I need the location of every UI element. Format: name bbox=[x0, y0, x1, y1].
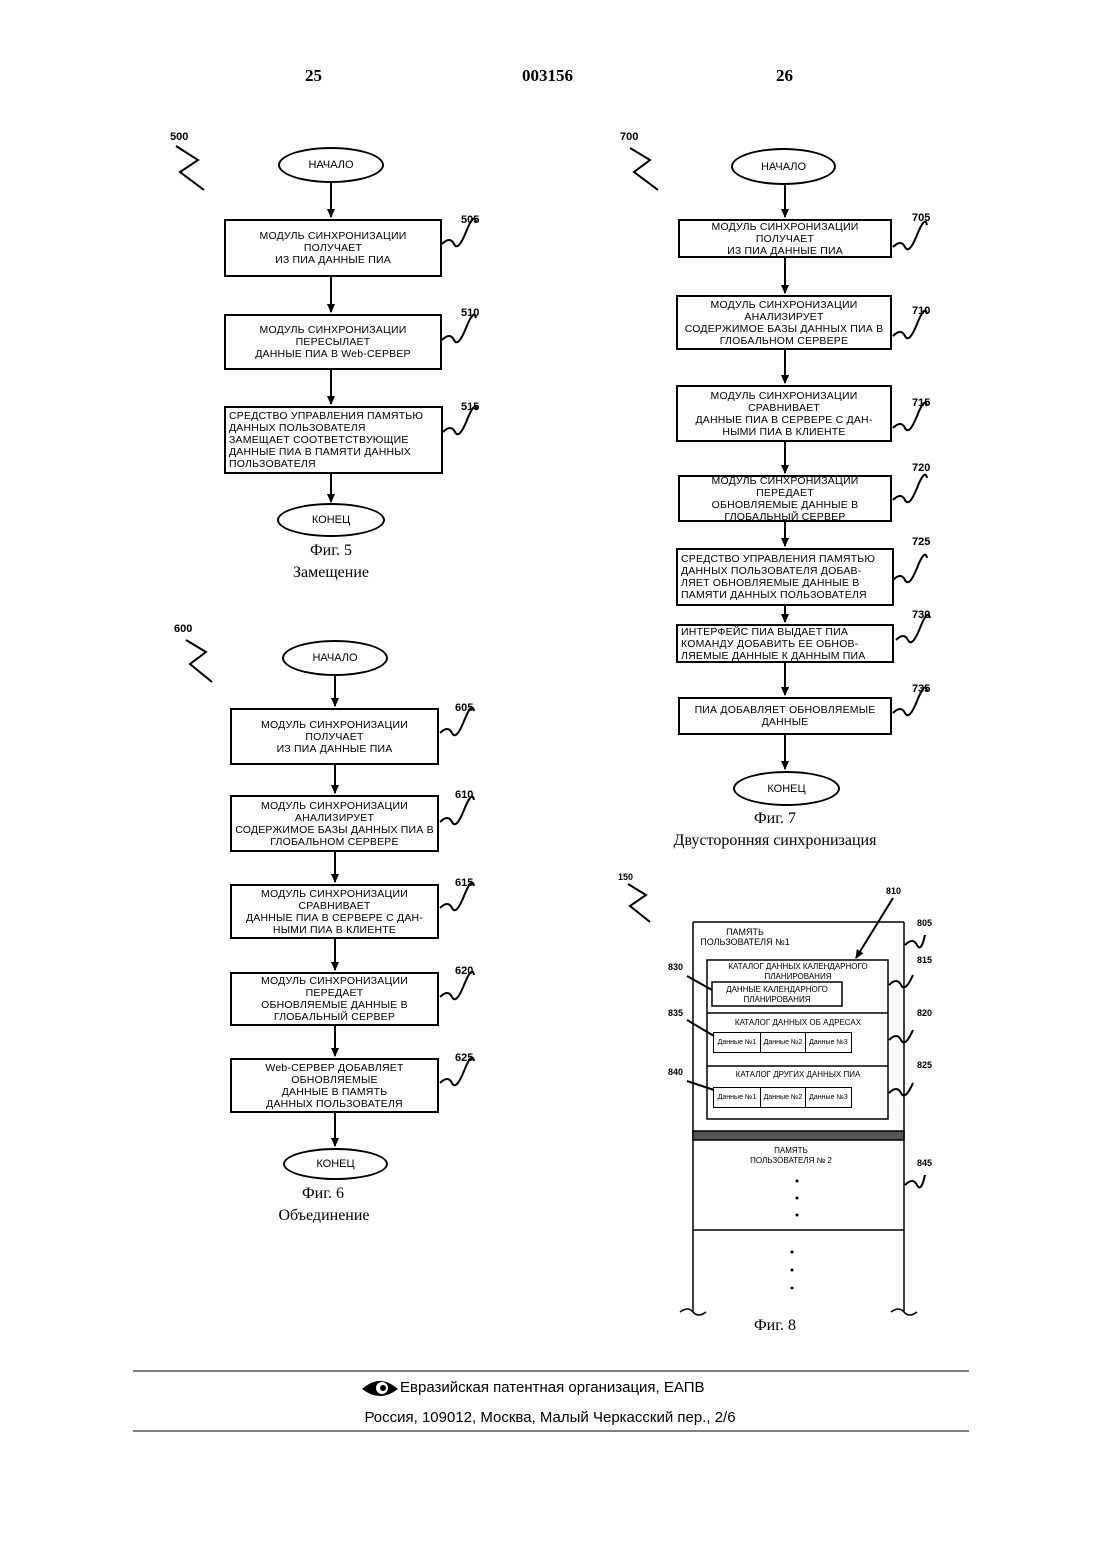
fig6-end-terminal: КОНЕЦ bbox=[283, 1148, 388, 1180]
fig6-step-615: МОДУЛЬ СИНХРОНИЗАЦИИ СРАВНИВАЕТ ДАННЫЕ П… bbox=[230, 884, 439, 939]
fig7-ref-725: 725 bbox=[912, 536, 930, 548]
fig7-caption: Фиг. 7 bbox=[675, 808, 875, 830]
fig5-ref-505: 505 bbox=[461, 214, 479, 226]
fig5-end-terminal: КОНЕЦ bbox=[277, 503, 385, 537]
fig7-end-terminal: КОНЕЦ bbox=[733, 771, 840, 806]
fig8-ref-805: 805 bbox=[917, 918, 932, 928]
document-number: 003156 bbox=[522, 66, 573, 86]
fig6-ref-605: 605 bbox=[455, 702, 473, 714]
fig6-step-625: Web-СЕРВЕР ДОБАВЛЯЕТ ОБНОВЛЯЕМЫЕ ДАННЫЕ … bbox=[230, 1058, 439, 1113]
page-number-left: 25 bbox=[305, 66, 322, 86]
fig7-step-725: СРЕДСТВО УПРАВЛЕНИЯ ПАМЯТЬЮ ДАННЫХ ПОЛЬЗ… bbox=[676, 548, 894, 606]
fig8-memory-user2: ПАМЯТЬ ПОЛЬЗОВАТЕЛЯ № 2 bbox=[716, 1146, 866, 1166]
fig5-start-terminal: НАЧАЛО bbox=[278, 147, 384, 183]
fig7-ref-710: 710 bbox=[912, 305, 930, 317]
fig7-step-720: МОДУЛЬ СИНХРОНИЗАЦИИ ПЕРЕДАЕТ ОБНОВЛЯЕМЫ… bbox=[678, 475, 892, 522]
fig8-ref-835: 835 bbox=[668, 1008, 683, 1018]
eapv-logo-icon bbox=[362, 1381, 398, 1396]
fig6-caption: Фиг. 6 bbox=[223, 1183, 423, 1205]
fig8-address-cell-2: Данные №2 bbox=[760, 1032, 806, 1053]
fig7-subtitle: Двусторонняя синхронизация bbox=[615, 830, 935, 852]
fig8-address-catalog: КАТАЛОГ ДАННЫХ ОБ АДРЕСАХ bbox=[709, 1018, 887, 1028]
fig7-step-735: ПИА ДОБАВЛЯЕТ ОБНОВЛЯЕМЫЕ ДАННЫЕ bbox=[678, 697, 892, 735]
fig6-step-605: МОДУЛЬ СИНХРОНИЗАЦИИ ПОЛУЧАЕТ ИЗ ПИА ДАН… bbox=[230, 708, 439, 765]
fig6-ref-625: 625 bbox=[455, 1052, 473, 1064]
fig5-subtitle: Замещение bbox=[211, 562, 451, 584]
fig8-other-cell-3: Данные №3 bbox=[805, 1087, 852, 1108]
fig8-caption: Фиг. 8 bbox=[675, 1315, 875, 1337]
fig8-ref-830: 830 bbox=[668, 962, 683, 972]
fig7-ref-715: 715 bbox=[912, 397, 930, 409]
fig7-step-705: МОДУЛЬ СИНХРОНИЗАЦИИ ПОЛУЧАЕТ ИЗ ПИА ДАН… bbox=[678, 219, 892, 258]
fig8-address-cell-3: Данные №3 bbox=[805, 1032, 852, 1053]
fig6-ref-620: 620 bbox=[455, 965, 473, 977]
fig6-step-620: МОДУЛЬ СИНХРОНИЗАЦИИ ПЕРЕДАЕТ ОБНОВЛЯЕМЫ… bbox=[230, 972, 439, 1026]
fig7-ref-730: 730 bbox=[912, 609, 930, 621]
fig8-ref-820: 820 bbox=[917, 1008, 932, 1018]
fig6-step-610: МОДУЛЬ СИНХРОНИЗАЦИИ АНАЛИЗИРУЕТ СОДЕРЖИ… bbox=[230, 795, 439, 852]
page-number-right: 26 bbox=[776, 66, 793, 86]
fig7-step-730: ИНТЕРФЕЙС ПИА ВЫДАЕТ ПИА КОМАНДУ ДОБАВИТ… bbox=[676, 624, 894, 663]
fig6-ref-id: 600 bbox=[174, 623, 192, 635]
fig8-ref-815: 815 bbox=[917, 955, 932, 965]
fig7-ref-705: 705 bbox=[912, 212, 930, 224]
fig8-ref-id: 150 bbox=[618, 872, 633, 882]
fig8-calendar-catalog: КАТАЛОГ ДАННЫХ КАЛЕНДАРНОГО ПЛАНИРОВАНИЯ bbox=[709, 962, 887, 982]
fig7-ref-720: 720 bbox=[912, 462, 930, 474]
fig6-ref-610: 610 bbox=[455, 789, 473, 801]
footer-organization: Евразийская патентная организация, ЕАПВ bbox=[400, 1379, 770, 1396]
fig8-memory-user1: ПАМЯТЬ ПОЛЬЗОВАТЕЛЯ №1 bbox=[700, 927, 790, 947]
fig8-ref-810: 810 bbox=[886, 886, 901, 896]
fig5-ref-510: 510 bbox=[461, 307, 479, 319]
fig5-ref-515: 515 bbox=[461, 401, 479, 413]
fig7-ref-735: 735 bbox=[912, 683, 930, 695]
fig5-ref-id: 500 bbox=[170, 131, 188, 143]
fig7-step-715: МОДУЛЬ СИНХРОНИЗАЦИИ СРАВНИВАЕТ ДАННЫЕ П… bbox=[676, 385, 892, 442]
fig8-ref-845: 845 bbox=[917, 1158, 932, 1168]
footer-address: Россия, 109012, Москва, Малый Черкасский… bbox=[300, 1409, 800, 1426]
fig8-calendar-data: ДАННЫЕ КАЛЕНДАРНОГО ПЛАНИРОВАНИЯ bbox=[713, 985, 841, 1005]
fig8-ref-840: 840 bbox=[668, 1067, 683, 1077]
fig6-subtitle: Объединение bbox=[204, 1205, 444, 1227]
fig5-step-505: МОДУЛЬ СИНХРОНИЗАЦИИ ПОЛУЧАЕТ ИЗ ПИА ДАН… bbox=[224, 219, 442, 277]
fig5-step-510: МОДУЛЬ СИНХРОНИЗАЦИИ ПЕРЕСЫЛАЕТ ДАННЫЕ П… bbox=[224, 314, 442, 370]
fig8-other-cell-2: Данные №2 bbox=[760, 1087, 806, 1108]
fig7-step-710: МОДУЛЬ СИНХРОНИЗАЦИИ АНАЛИЗИРУЕТ СОДЕРЖИ… bbox=[676, 295, 892, 350]
fig8-ref-825: 825 bbox=[917, 1060, 932, 1070]
fig6-start-terminal: НАЧАЛО bbox=[282, 640, 388, 676]
fig5-step-515: СРЕДСТВО УПРАВЛЕНИЯ ПАМЯТЬЮ ДАННЫХ ПОЛЬЗ… bbox=[224, 406, 443, 474]
fig6-ref-615: 615 bbox=[455, 877, 473, 889]
fig7-ref-id: 700 bbox=[620, 131, 638, 143]
fig7-start-terminal: НАЧАЛО bbox=[731, 148, 836, 185]
fig8-address-cell-1: Данные №1 bbox=[713, 1032, 761, 1053]
fig8-other-cell-1: Данные №1 bbox=[713, 1087, 761, 1108]
fig8-other-catalog: КАТАЛОГ ДРУГИХ ДАННЫХ ПИА bbox=[709, 1070, 887, 1080]
fig5-caption: Фиг. 5 bbox=[231, 540, 431, 562]
